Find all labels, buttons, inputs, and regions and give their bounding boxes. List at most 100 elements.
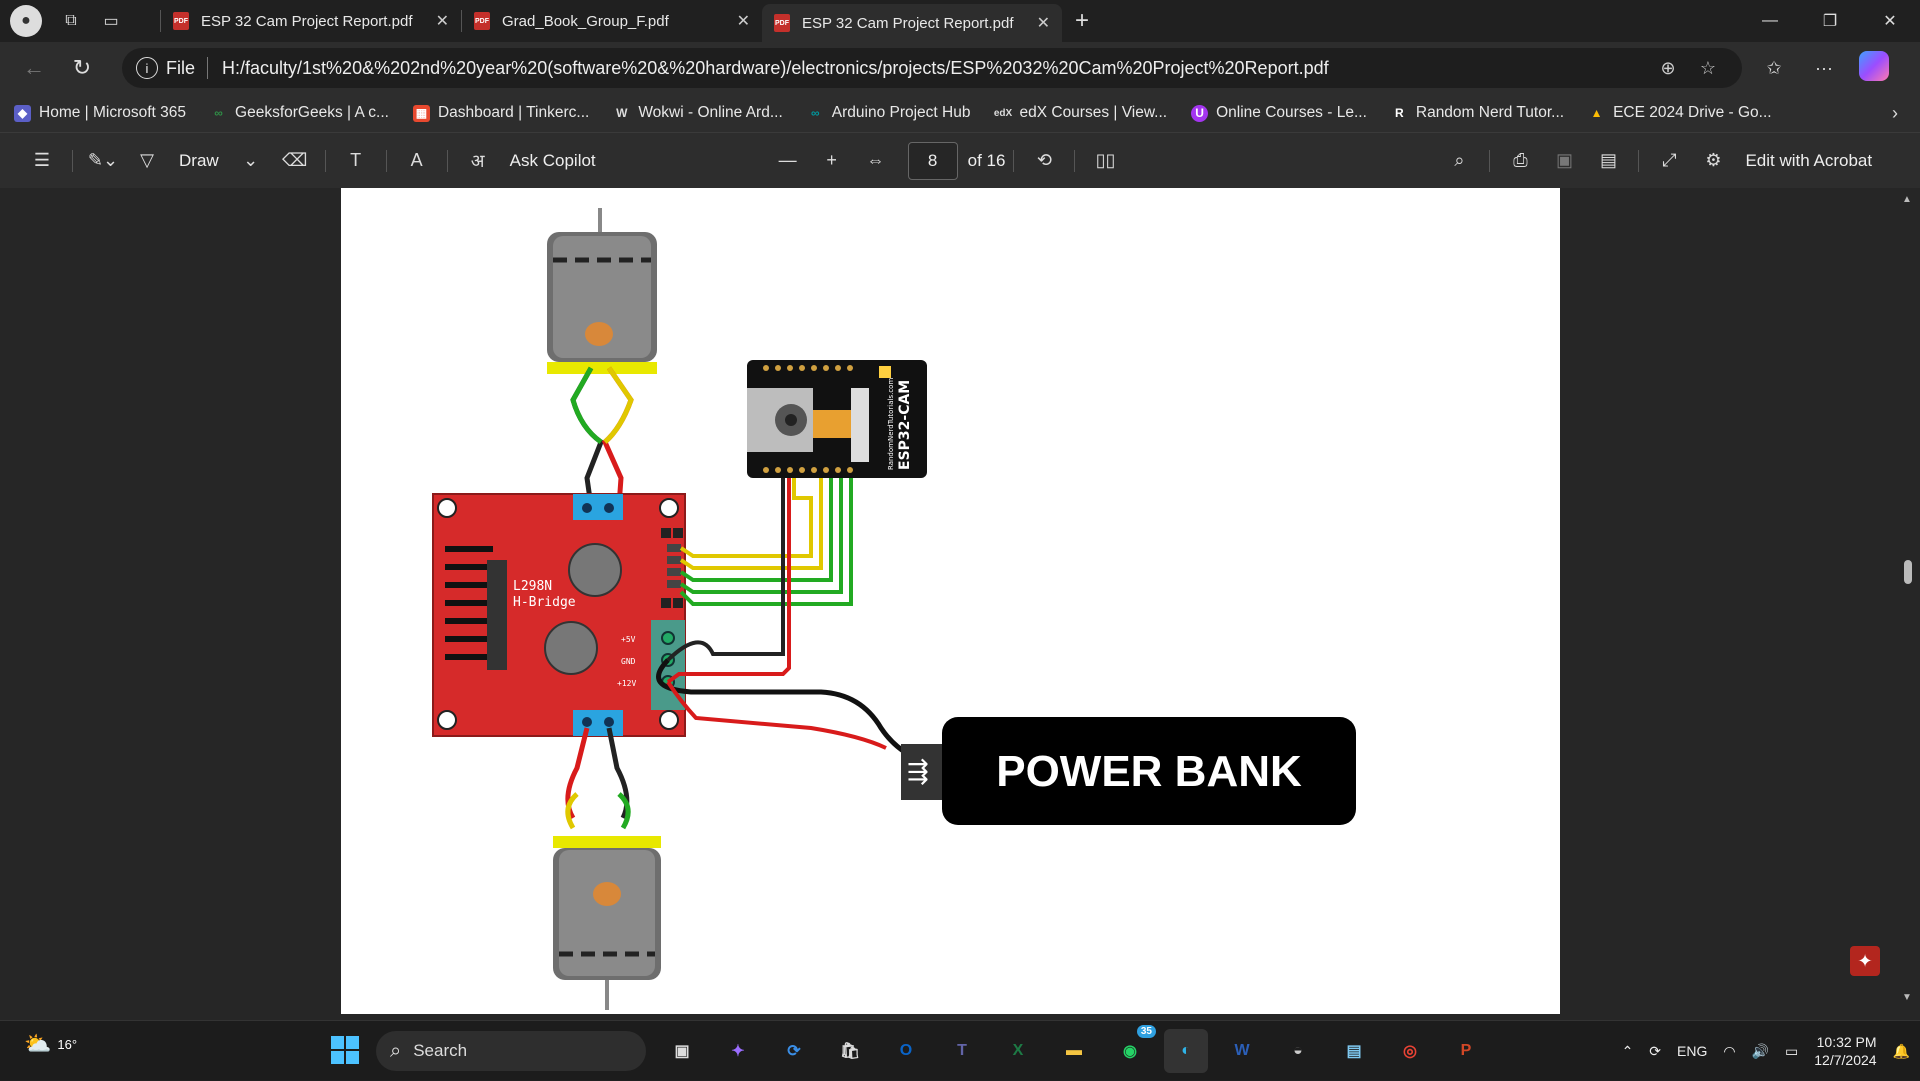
outlook-icon[interactable]: O <box>899 1042 913 1059</box>
taskbar-search[interactable]: ⌕ Search <box>376 1031 646 1071</box>
favorites-icon[interactable]: ✩ <box>1766 57 1782 78</box>
notification-bell-icon[interactable]: 🔔 <box>1892 1042 1910 1059</box>
excel-icon[interactable]: X <box>1012 1042 1024 1059</box>
edit-with-acrobat-button[interactable]: Edit with Acrobat <box>1745 150 1873 170</box>
wokwi-icon: W <box>616 106 628 120</box>
eraser-icon[interactable]: ⌫ <box>281 150 308 170</box>
l298n-board: L298N H-Bridge +5V GND +12V <box>432 493 686 737</box>
tab-2-active[interactable]: PDF ESP 32 Cam Project Report.pdf ✕ <box>762 4 1062 42</box>
translate-icon[interactable]: अ <box>470 150 485 171</box>
eclipse-icon[interactable]: ◒ <box>1293 1042 1303 1059</box>
profile-avatar[interactable]: ● <box>10 5 42 37</box>
minimize-icon[interactable]: — <box>1762 12 1778 29</box>
close-tab-icon[interactable]: ✕ <box>1036 15 1050 32</box>
fit-page-icon[interactable]: ⇔ <box>866 150 885 170</box>
powerpoint-icon[interactable]: P <box>1460 1042 1472 1059</box>
wiring-diagram: L298N H-Bridge +5V GND +12V <box>432 208 1356 1010</box>
pin-gnd-label: GND <box>621 657 636 666</box>
site-info-icon[interactable]: i <box>136 57 158 79</box>
draw-button[interactable]: Draw <box>179 150 219 170</box>
weather-temp: 16° <box>57 1036 78 1052</box>
url-text[interactable]: H:/faculty/1st%20&%202nd%20year%20(softw… <box>222 57 1329 78</box>
bookmark-label: Arduino Project Hub <box>831 104 971 121</box>
notepad-icon[interactable]: ▤ <box>1346 1043 1362 1060</box>
file-explorer-icon[interactable]: ▬ <box>1066 1042 1082 1059</box>
chevron-up-icon[interactable]: ⌃ <box>1621 1042 1634 1059</box>
more-menu-icon[interactable]: ··· <box>1815 57 1833 78</box>
ask-copilot-button[interactable]: Ask Copilot <box>509 150 596 170</box>
bookmark-edx[interactable]: edX edX Courses | View... <box>994 104 1167 122</box>
fullscreen-icon[interactable]: ⤢ <box>1662 150 1677 170</box>
favorite-star-icon[interactable]: ☆ <box>1699 57 1717 78</box>
copilot-icon[interactable] <box>1852 50 1896 86</box>
page-view-icon[interactable]: ▯▯ <box>1095 150 1116 170</box>
chevron-down-icon[interactable]: ⌄ <box>243 150 259 170</box>
rotate-icon[interactable]: ⟲ <box>1036 150 1053 170</box>
tab-0[interactable]: PDF ESP 32 Cam Project Report.pdf ✕ <box>161 0 461 42</box>
zoom-icon[interactable]: ⊕ <box>1660 57 1676 78</box>
bookmark-wokwi[interactable]: W Wokwi - Online Ard... <box>613 104 783 122</box>
task-view-icon[interactable]: ▣ <box>674 1043 690 1060</box>
vertical-scrollbar[interactable]: ▲ ▼ <box>1902 194 1912 1003</box>
close-tab-icon[interactable]: ✕ <box>435 13 449 30</box>
print-icon[interactable]: ⎙ <box>1513 150 1528 170</box>
weather-widget[interactable]: ⛅ 16° <box>24 1031 77 1057</box>
volume-icon[interactable]: 🔊 <box>1751 1042 1770 1059</box>
bookmark-gfg[interactable]: ∞GeeksforGeeks | A c... <box>210 104 389 122</box>
close-tab-icon[interactable]: ✕ <box>736 13 750 30</box>
word-icon[interactable]: W <box>1234 1042 1250 1059</box>
add-text-icon[interactable]: T <box>350 150 362 170</box>
contents-list-icon[interactable]: ☰ <box>33 150 51 170</box>
zoom-in-icon[interactable]: + <box>826 150 837 170</box>
teams-icon[interactable]: T <box>957 1042 967 1059</box>
bookmark-label: ECE 2024 Drive - Go... <box>1613 104 1772 121</box>
draw-icon[interactable]: ▽ <box>140 150 154 170</box>
edx-icon: edX <box>993 107 1013 119</box>
settings-gear-icon[interactable]: ⚙ <box>1705 150 1722 170</box>
bookmark-label: edX Courses | View... <box>1019 104 1168 121</box>
language-indicator[interactable]: ENG <box>1677 1043 1708 1059</box>
chevron-right-icon[interactable]: › <box>1892 102 1898 123</box>
save-as-icon[interactable]: ▤ <box>1599 150 1617 170</box>
workspaces-icon[interactable]: ⧉ <box>65 12 77 29</box>
zoom-out-icon[interactable]: — <box>778 150 797 170</box>
pdf-toolbar: ☰ ✎⌄ ▽ Draw ⌄ ⌫ T A अ Ask Copilot — + ⇔ … <box>0 132 1920 188</box>
scrollbar-thumb[interactable] <box>1904 560 1912 584</box>
refresh-button[interactable]: ↻ <box>72 55 92 80</box>
chrome-icon[interactable]: ◎ <box>1403 1043 1417 1060</box>
page-number-input[interactable]: 8 <box>907 141 958 180</box>
highlight-icon[interactable]: ✎⌄ <box>87 150 119 170</box>
power-bank-label: POWER BANK <box>996 747 1302 796</box>
url-field[interactable]: i File H:/faculty/1st%20&%202nd%20year%2… <box>122 48 1742 88</box>
bookmark-label: Online Courses - Le... <box>1216 104 1367 121</box>
vertical-tabs-icon[interactable]: ▭ <box>103 13 119 30</box>
search-icon[interactable]: ⌕ <box>1454 150 1465 170</box>
back-button[interactable]: ← <box>23 55 45 80</box>
bookmark-m365[interactable]: ◆Home | Microsoft 365 <box>14 104 186 122</box>
bookmark-label: Wokwi - Online Ard... <box>638 104 783 121</box>
bookmark-drive[interactable]: ▲ECE 2024 Drive - Go... <box>1588 104 1772 122</box>
bookmark-arduino[interactable]: ∞Arduino Project Hub <box>807 104 971 122</box>
close-window-icon[interactable]: ✕ <box>1883 13 1897 30</box>
tab-1[interactable]: PDF Grad_Book_Group_F.pdf ✕ <box>462 0 762 42</box>
edge-icon[interactable]: ◐ <box>1164 1029 1208 1073</box>
clock[interactable]: 10:32 PM 12/7/2024 <box>1814 1033 1876 1069</box>
battery-icon[interactable]: ▭ <box>1785 1042 1799 1059</box>
save-icon[interactable]: ▣ <box>1555 150 1573 170</box>
clock-date: 12/7/2024 <box>1814 1052 1877 1068</box>
new-tab-button[interactable]: + <box>1074 7 1089 34</box>
copilot-app-icon[interactable]: ✦ <box>731 1043 745 1060</box>
sync-tray-icon[interactable]: ⟳ <box>1649 1042 1662 1059</box>
wifi-icon[interactable]: ◠ <box>1723 1042 1736 1059</box>
restore-icon[interactable]: ❐ <box>1822 13 1838 30</box>
bookmark-tinkercad[interactable]: ▦Dashboard | Tinkerc... <box>412 104 589 122</box>
acrobat-icon[interactable]: ✦ <box>1850 946 1880 976</box>
read-aloud-icon[interactable]: A <box>410 150 423 170</box>
page-total: of 16 <box>967 150 1006 170</box>
store-icon[interactable]: 🛍 <box>839 1043 861 1060</box>
whatsapp-icon[interactable]: ◉35 <box>1108 1025 1156 1073</box>
sync-app-icon[interactable]: ⟳ <box>787 1043 801 1060</box>
windows-start-icon[interactable] <box>330 1035 360 1065</box>
